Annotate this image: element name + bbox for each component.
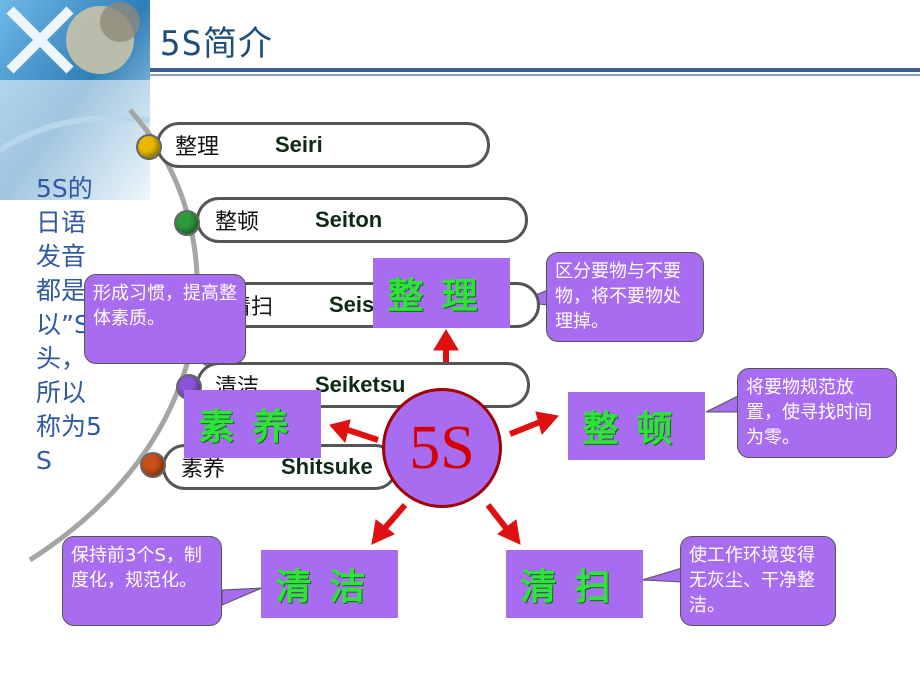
header-divider [150,68,920,72]
step-dot-1 [136,134,162,160]
arrow-down-left-head [371,519,395,545]
callout-seiton: 将要物规范放置，使寻找时间为零。 [737,368,897,458]
step-zh: 整理 [175,135,220,160]
arrow-left-head [329,419,351,444]
callout-seiketsu: 保持前3个S，制度化，规范化。 [62,536,222,626]
box-shitsuke: 素养 [184,390,321,458]
arrow-right-head [535,411,559,436]
page-title: 5S简介 [160,24,273,64]
callout-shitsuke: 形成习惯，提高整体素质。 [84,274,246,364]
center-5s-circle: 5S [382,388,502,508]
arrow-right [508,419,542,437]
box-seiso: 清扫 [506,550,643,618]
tail-seiketsu [221,587,263,606]
header-divider-thin [150,74,920,76]
tail-seiton [705,394,741,413]
box-seiketsu: 清洁 [261,550,398,618]
callout-seiso: 使工作环境变得无灰尘、干净整洁。 [680,536,836,626]
step-en: Seiton [315,207,383,232]
callout-seiri: 区分要物与不要物，将不要物处理掉。 [546,252,704,342]
step-zh: 素养 [181,457,226,482]
step-en: Seiri [275,132,323,157]
step-dot-5 [140,452,166,478]
step-dot-2 [174,210,200,236]
step-zh: 整顿 [215,210,260,235]
tail-seiso [641,567,683,583]
step-en: Shitsuke [281,454,373,479]
box-seiri: 整理 [373,258,510,328]
step-pill-2: 整顿 Seiton [196,197,528,243]
step-pill-1: 整理 Seiri [156,122,490,168]
step-en: Seiketsu [315,372,406,397]
side-description: 5S的日语发音都是以”S”开头，所以称为5S [36,174,128,475]
corner-decoration [0,0,150,200]
arrow-down-left [382,503,408,530]
arrow-down-right-head [497,519,521,545]
arrow-up-head [433,329,459,351]
box-seiton: 整顿 [568,392,705,460]
arrow-left [347,427,379,443]
arrow-down-right [485,503,509,530]
